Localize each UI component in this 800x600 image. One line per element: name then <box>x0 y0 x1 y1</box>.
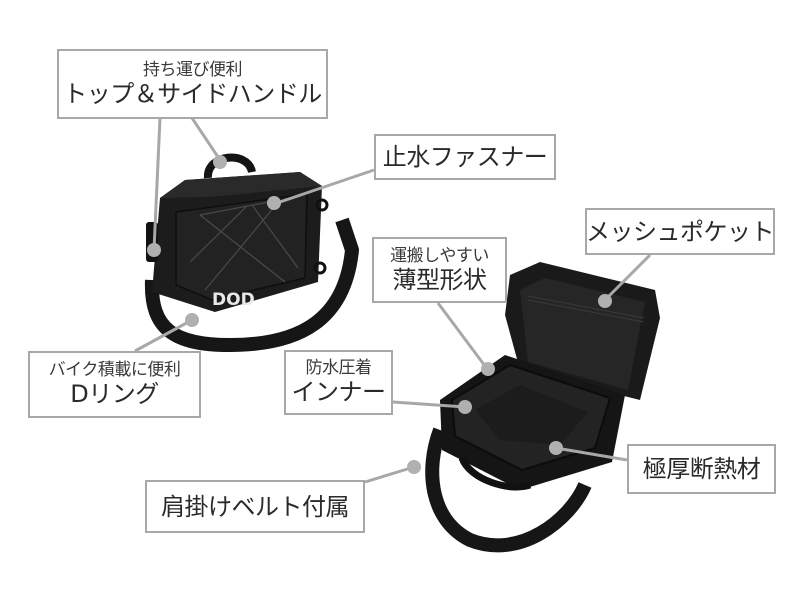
callout-thin-shape: 運搬しやすい 薄型形状 <box>372 237 507 303</box>
leader-line-insulation <box>555 446 628 462</box>
marker-dot-inner <box>458 400 472 414</box>
marker-dot-top-handle <box>213 155 227 169</box>
callout-inner-sub: 防水圧着 <box>305 358 373 378</box>
callout-zipper-main: 止水ファスナー <box>382 143 548 171</box>
callout-thin-shape-main: 薄型形状 <box>392 265 488 294</box>
callout-handles-main: トップ＆サイドハンドル <box>63 79 322 108</box>
leader-line-d-ring <box>134 318 193 353</box>
marker-dot-mesh-pocket <box>598 294 612 308</box>
marker-dot-shoulder-belt <box>407 460 421 474</box>
callout-d-ring-sub: バイク積載に便利 <box>48 360 181 380</box>
leader-line-shoulder-belt <box>364 465 415 484</box>
leader-line-zipper <box>276 168 375 205</box>
marker-dot-side-handle <box>147 243 161 257</box>
callout-insulation: 極厚断熱材 <box>627 444 776 494</box>
marker-dot-thin-shape <box>481 362 495 376</box>
callout-shoulder-belt: 肩掛けベルト付属 <box>145 480 365 533</box>
leader-line-mesh-pocket <box>603 253 652 302</box>
marker-dot-d-ring <box>185 313 199 327</box>
callout-d-ring: バイク積載に便利 Dリング <box>28 351 201 418</box>
leader-line-thin-shape <box>436 302 490 371</box>
dod-logo: DOD <box>212 290 255 310</box>
callout-inner-main: インナー <box>291 378 387 406</box>
marker-dot-insulation <box>549 441 563 455</box>
callout-mesh-pocket: メッシュポケット <box>585 208 775 255</box>
leader-line-side-handle <box>152 117 162 251</box>
callout-shoulder-belt-main: 肩掛けベルト付属 <box>161 492 350 521</box>
open-bag-image <box>425 262 660 553</box>
callout-thin-shape-sub: 運搬しやすい <box>390 245 489 266</box>
callout-handles: 持ち運び便利 トップ＆サイドハンドル <box>57 49 328 119</box>
callout-handles-sub: 持ち運び便利 <box>143 59 243 80</box>
callout-d-ring-main: Dリング <box>70 380 159 408</box>
callout-insulation-main: 極厚断熱材 <box>642 455 761 483</box>
leader-line-inner <box>392 400 466 409</box>
leader-line-top-handle <box>190 117 222 161</box>
callout-mesh-pocket-main: メッシュポケット <box>586 217 775 246</box>
callout-inner: 防水圧着 インナー <box>284 350 393 415</box>
marker-dot-zipper <box>267 196 281 210</box>
callout-zipper: 止水ファスナー <box>374 134 556 180</box>
